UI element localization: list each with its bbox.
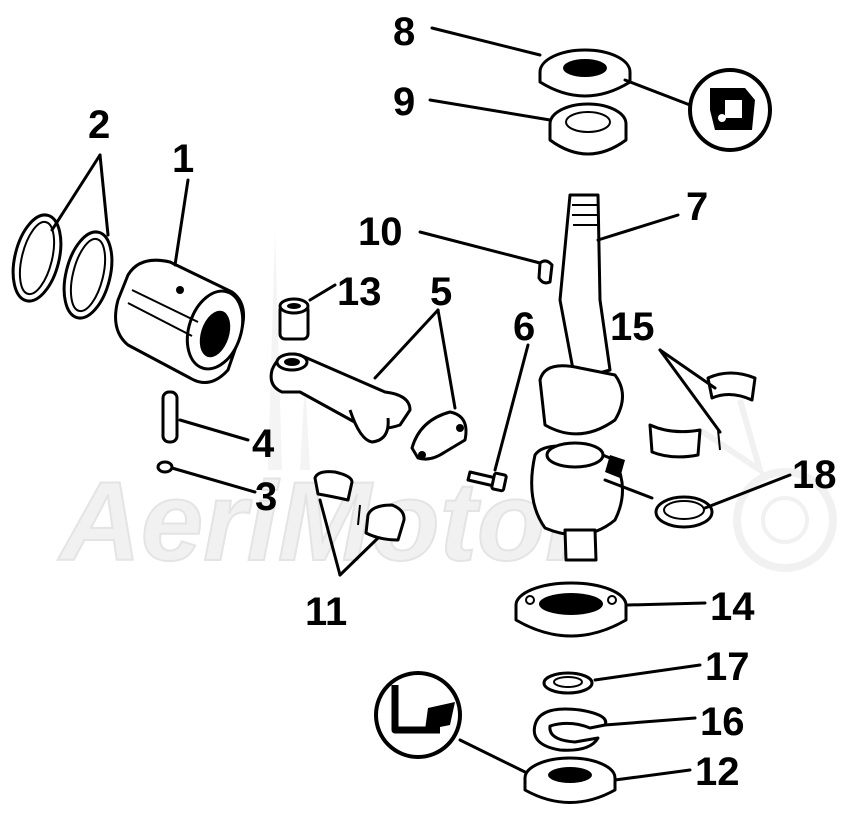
- callout-15: 15: [610, 305, 655, 349]
- part-rod-bearings: [313, 470, 406, 542]
- part-wrist-pin: [161, 390, 179, 444]
- sealant-icon: [688, 68, 772, 152]
- callout-10: 10: [358, 210, 403, 254]
- callout-18: 18: [792, 453, 837, 497]
- callout-11: 11: [305, 590, 347, 634]
- sealant-icon: [374, 671, 462, 759]
- callout-5: 5: [430, 270, 452, 314]
- part-top-bearing: [548, 102, 628, 156]
- part-connecting-rod: [269, 352, 468, 461]
- part-oil-seal-bottom: [523, 756, 617, 804]
- part-piston: [114, 258, 246, 384]
- callout-9: 9: [393, 80, 415, 124]
- callout-4: 4: [252, 422, 275, 466]
- callout-1: 1: [172, 137, 194, 181]
- part-needle-bearing: [278, 297, 310, 341]
- part-woodruff-key: [537, 259, 554, 285]
- callout-13: 13: [337, 270, 382, 314]
- callout-6: 6: [513, 305, 535, 349]
- part-crankshaft: [530, 193, 625, 562]
- callout-12: 12: [695, 750, 740, 794]
- part-oil-seal-top: [538, 48, 632, 98]
- callout-2: 2: [88, 103, 110, 147]
- part-thrust-washer: [542, 671, 594, 695]
- callout-7: 7: [686, 185, 708, 229]
- part-piston-rings: [11, 213, 114, 320]
- part-ball-bearing: [514, 581, 628, 638]
- part-retaining-ring: [654, 495, 714, 529]
- callout-labels: 2 1 4 3 13 5 6 10 8 9 7 15 18 14 17 16 1…: [88, 10, 837, 794]
- part-rod-screw: [466, 470, 508, 493]
- leader-lines: [50, 26, 792, 782]
- watermark-tower: [268, 230, 310, 470]
- callout-17: 17: [705, 645, 750, 689]
- callout-16: 16: [700, 700, 745, 744]
- part-main-bearings: [648, 371, 757, 459]
- callout-14: 14: [710, 585, 755, 629]
- part-snap-ring: [532, 707, 608, 752]
- part-pin-clip: [156, 460, 174, 474]
- callout-3: 3: [255, 475, 277, 519]
- callout-8: 8: [393, 10, 415, 54]
